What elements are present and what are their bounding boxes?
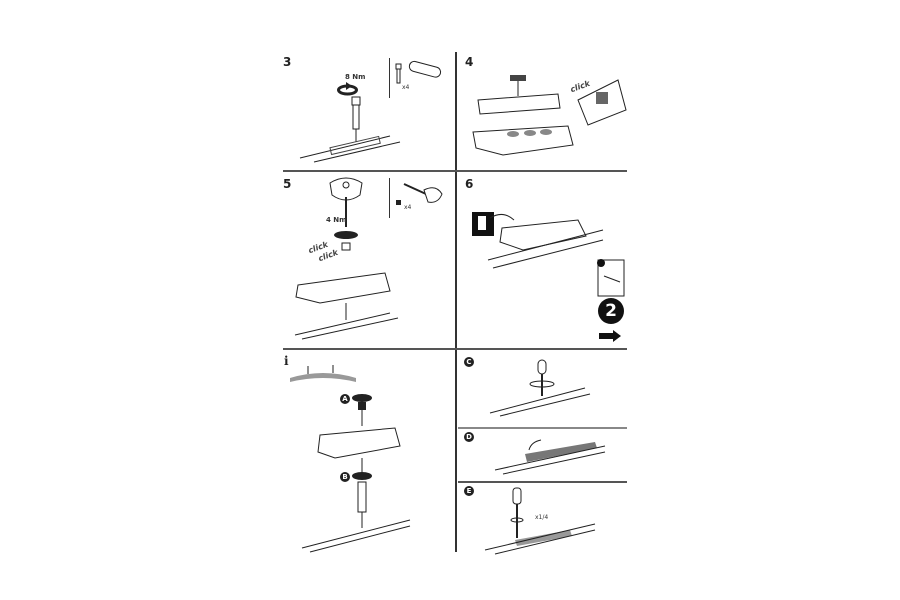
arrow-right-icon [599, 330, 621, 342]
roof-profile-icon [290, 365, 356, 382]
step-badge: C [464, 357, 474, 367]
step-number: 4 [465, 55, 474, 69]
torque-label: 8 Nm [345, 73, 366, 81]
info-icon: i [284, 354, 289, 368]
strip-removal-icon [494, 439, 606, 475]
parts-divider [389, 58, 390, 98]
rotation-label: x1/4 [535, 514, 549, 521]
step-number: 5 [283, 177, 292, 191]
sub-divider-cd [458, 427, 627, 429]
foot-exploded-icon [301, 394, 411, 553]
callout-b: B [340, 472, 350, 482]
nut-knob-part-icon [396, 183, 443, 205]
bolt-part-icon [395, 60, 442, 84]
mounted-foot-icon [472, 212, 604, 269]
step-number: 3 [283, 55, 292, 69]
next-manual-badge: 2 [598, 298, 624, 324]
knob-bolt-icon [294, 177, 399, 340]
sub-divider-de [458, 481, 627, 483]
row-divider-1 [283, 170, 627, 172]
step-badge: D [464, 432, 474, 442]
row-divider-2 [283, 348, 627, 350]
manual-booklet-icon [597, 259, 625, 297]
torque-label: 4 Nm [326, 216, 347, 224]
screwdriver-quarter-turn-icon [484, 487, 596, 555]
quantity-label: x4 [404, 204, 412, 211]
quantity-label: x4 [402, 84, 410, 91]
bolt-8nm-icon [299, 82, 401, 163]
callout-a: A [340, 394, 350, 404]
step-badge: E [464, 486, 474, 496]
parts-divider [389, 178, 390, 218]
center-divider [455, 52, 457, 552]
foot-assembly-icon [472, 75, 627, 156]
screwdriver-release-icon [489, 359, 591, 417]
step-number: 6 [465, 177, 474, 191]
